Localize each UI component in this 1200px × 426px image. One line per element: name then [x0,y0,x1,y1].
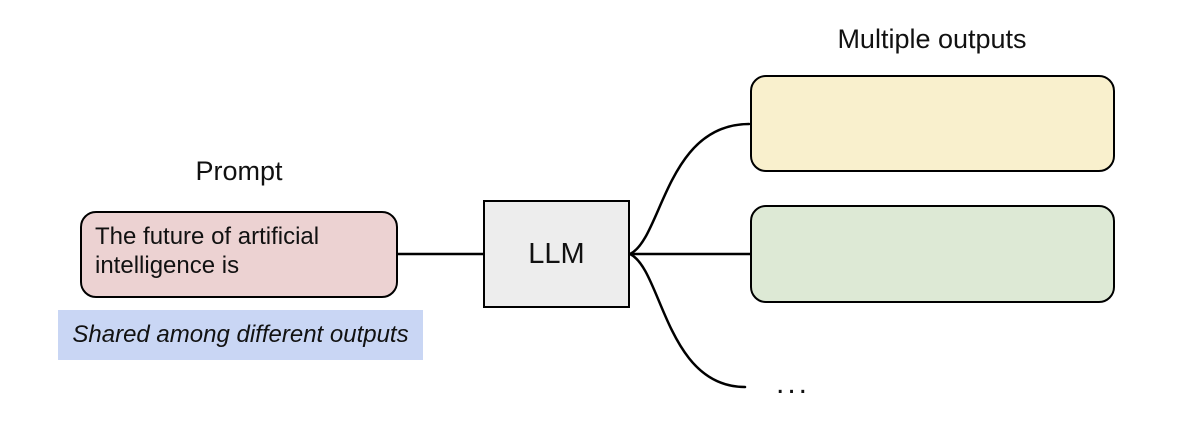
prompt-box-text: The future of artificial intelligence is [95,223,320,279]
llm-label: LLM [528,237,585,270]
output-box-2 [750,205,1115,303]
multiple-outputs-label: Multiple outputs [837,24,1027,54]
prompt-box: The future of artificial intelligence is [80,211,398,298]
connector-llm-to-output-top [628,122,751,256]
connector-llm-to-ellipsis [628,252,747,389]
llm-box: LLM [483,200,630,308]
shared-note-highlight: Shared among different outputs [58,310,423,360]
output-box-1 [750,75,1115,172]
prompt-label: Prompt [195,156,283,186]
more-outputs-ellipsis: ... [776,367,811,400]
shared-note-text: Shared among different outputs [72,321,409,348]
